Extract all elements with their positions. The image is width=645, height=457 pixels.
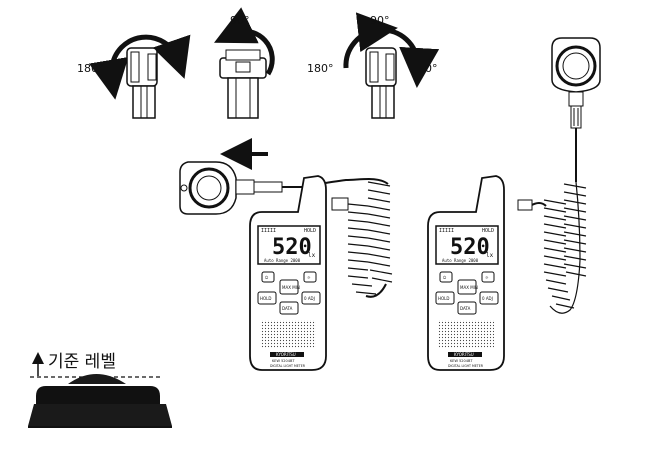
model-label: KEW 5204BT: [272, 359, 295, 363]
svg-text:⏻: ⏻: [265, 275, 269, 280]
lcd-unit: lx: [486, 252, 494, 259]
light-meter-2: IIIII HOLD 520 lx Auto Range 2000 ⏻ ☼ MA…: [427, 175, 587, 371]
hold-button[interactable]: [435, 291, 455, 305]
model-label: KEW 5204BT: [450, 359, 473, 363]
hold-indicator: HOLD: [482, 228, 494, 234]
lcd-screen: [435, 225, 499, 265]
lcd-reading: 520: [450, 235, 490, 260]
reference-level-figure: 기준 레벨: [28, 352, 172, 428]
rotation-arrow: [343, 12, 398, 69]
data-button[interactable]: [279, 301, 299, 315]
description-label: DIGITAL LIGHT METER: [270, 364, 306, 368]
rotation-arrow: [109, 34, 191, 79]
svg-text:0 ADJ: 0 ADJ: [482, 296, 493, 301]
lcd-unit: lx: [308, 252, 316, 259]
lcd-screen: [257, 225, 321, 265]
angle-label-90-right: 90°: [370, 14, 390, 27]
svg-text:⏻: ⏻: [443, 275, 447, 280]
speaker-grille: [438, 320, 494, 348]
rotation-arrow: [383, 27, 440, 88]
angle-label-0-right: 0°: [425, 62, 438, 75]
svg-text:MAX MIN: MAX MIN: [460, 285, 478, 290]
angle-label-180-left: 180°: [77, 62, 104, 75]
brand-label: KYORITSU: [454, 352, 474, 357]
battery-indicator: IIIII: [439, 228, 454, 234]
sensor-stem: [371, 85, 395, 119]
hold-indicator: HOLD: [304, 228, 316, 234]
svg-text:0 ADJ: 0 ADJ: [304, 296, 315, 301]
coiled-cord: [347, 181, 393, 295]
lcd-mode: Auto Range 2000: [442, 258, 479, 263]
power-button[interactable]: [439, 271, 453, 283]
svg-text:DATA: DATA: [460, 306, 471, 311]
angle-label-90-middle: 90°: [230, 14, 250, 27]
lcd-reading: 520: [272, 235, 312, 260]
sensor-stem: [132, 85, 156, 119]
backlight-button[interactable]: [303, 271, 317, 283]
sensor-base: [28, 404, 172, 426]
backlight-button[interactable]: [481, 271, 495, 283]
power-button[interactable]: [261, 271, 275, 283]
svg-text:MAX MIN: MAX MIN: [282, 285, 300, 290]
speaker-grille: [260, 320, 316, 348]
zero-adjust-button[interactable]: [479, 291, 499, 305]
zero-adjust-button[interactable]: [301, 291, 321, 305]
description-label: DIGITAL LIGHT METER: [448, 364, 484, 368]
hanging-sensor: [551, 37, 601, 182]
svg-text:HOLD: HOLD: [438, 296, 449, 301]
sensor-stem: [227, 77, 259, 119]
svg-text:DATA: DATA: [282, 306, 293, 311]
rotation-figure-left: 180°: [77, 34, 191, 119]
coiled-cord: [543, 183, 587, 309]
angle-label-180-right: 180°: [307, 62, 334, 75]
svg-text:HOLD: HOLD: [260, 296, 271, 301]
max-min-button[interactable]: [457, 279, 477, 295]
rotation-figure-right: 90° 180° 0°: [307, 12, 440, 119]
battery-indicator: IIIII: [261, 228, 276, 234]
rotation-arrow: [214, 7, 275, 76]
data-button[interactable]: [457, 301, 477, 315]
max-min-button[interactable]: [279, 279, 299, 295]
svg-text:☼: ☼: [307, 275, 311, 280]
detached-sensor: [179, 138, 302, 215]
hold-button[interactable]: [257, 291, 277, 305]
reference-level-label: 기준 레벨: [48, 352, 116, 372]
svg-text:☼: ☼: [485, 275, 489, 280]
sensor-head: [219, 57, 267, 79]
sensor-dome: [68, 374, 126, 384]
brand-label: KYORITSU: [276, 352, 296, 357]
lcd-mode: Auto Range 2000: [264, 258, 301, 263]
rotation-figure-middle: 90°: [214, 7, 275, 119]
light-meter-1: IIIII HOLD 520 lx Auto Range 2000 ⏻ ☼ MA…: [249, 175, 393, 371]
